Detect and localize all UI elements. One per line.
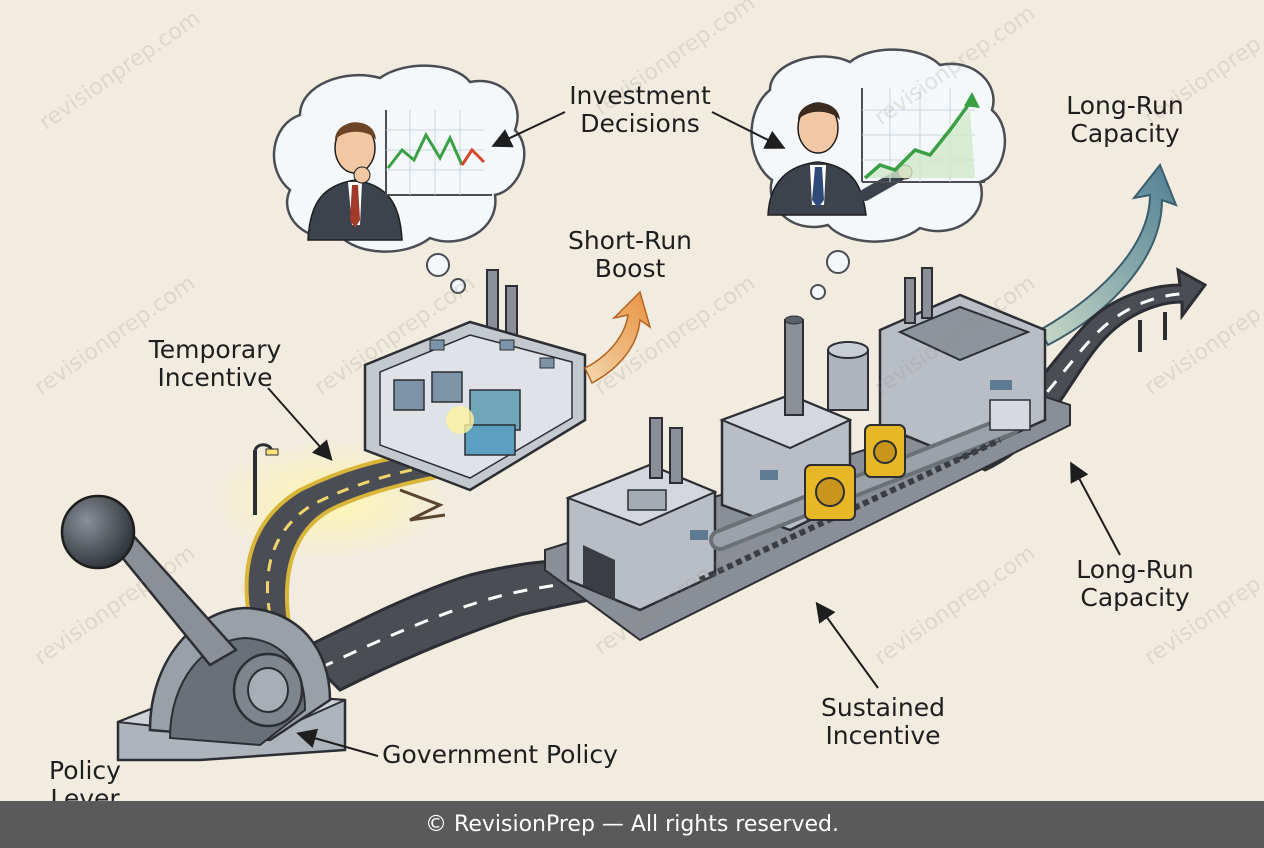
- main-factory: [544, 267, 1071, 642]
- label-line: Policy: [49, 756, 121, 785]
- label-line: Incentive: [825, 721, 941, 750]
- label-line: Long-Run: [1076, 555, 1194, 584]
- label-long-run-capacity-top: Long-Run Capacity: [1050, 92, 1200, 148]
- label-line: Decisions: [580, 109, 700, 138]
- label-line: Short-Run: [567, 226, 693, 255]
- label-long-run-capacity-right: Long-Run Capacity: [1060, 556, 1210, 612]
- label-line: Investment: [569, 81, 711, 110]
- label-pointers: [267, 111, 1121, 757]
- thought-bubble-hesitant: [272, 64, 526, 294]
- label-line: Capacity: [1080, 583, 1190, 612]
- short-run-boost-arrow: [584, 290, 652, 385]
- label-short-run-boost: Short-Run Boost: [560, 227, 700, 283]
- short-run-factory: [363, 269, 587, 492]
- label-government-policy: Government Policy: [382, 740, 618, 769]
- label-temporary-incentive: Temporary Incentive: [140, 336, 290, 392]
- copyright-footer: © RevisionPrep — All rights reserved.: [0, 801, 1264, 848]
- label-line: Boost: [594, 254, 666, 283]
- label-line: Incentive: [157, 363, 273, 392]
- label-investment-decisions: Investment Decisions: [560, 82, 720, 138]
- label-line: Temporary: [148, 335, 282, 364]
- thought-bubble-confident: [750, 48, 1007, 300]
- label-line: Capacity: [1070, 119, 1180, 148]
- label-line: Sustained: [821, 693, 945, 722]
- label-sustained-incentive: Sustained Incentive: [808, 694, 958, 750]
- label-line: Long-Run: [1066, 91, 1184, 120]
- policy-lever: [60, 494, 347, 762]
